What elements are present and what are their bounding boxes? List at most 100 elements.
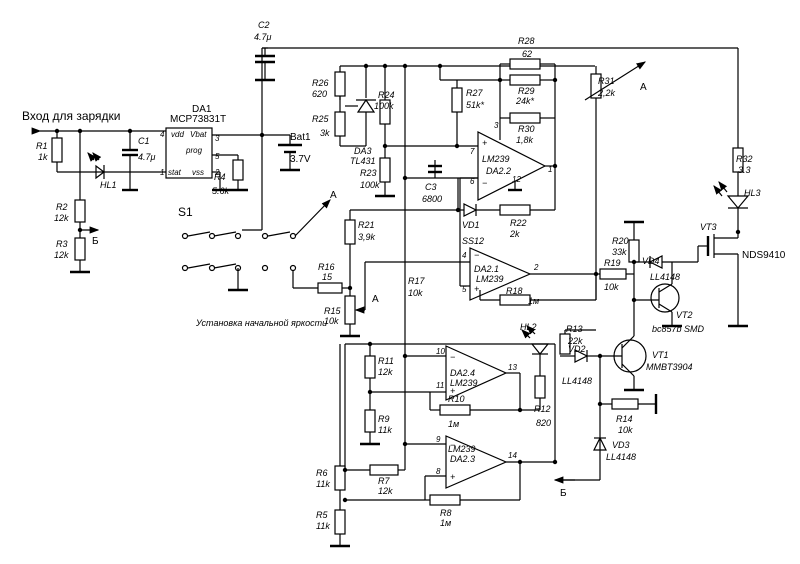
svg-text:MMBT3904: MMBT3904 — [646, 362, 693, 372]
diode-vd3 — [593, 436, 607, 451]
resistor-r30 — [509, 112, 541, 124]
svg-text:−: − — [450, 440, 455, 450]
svg-text:−: − — [474, 250, 479, 260]
svg-text:stat: stat — [168, 168, 182, 177]
input-label: Вход для зарядки — [22, 109, 120, 123]
svg-text:SS12: SS12 — [462, 236, 484, 246]
svg-text:LM239: LM239 — [450, 378, 478, 388]
resistor-r13 — [559, 333, 571, 355]
svg-text:R8: R8 — [440, 508, 452, 518]
resistor-r3 — [74, 237, 86, 261]
svg-text:A: A — [640, 82, 647, 93]
output-stage — [553, 220, 748, 484]
svg-text:R24: R24 — [378, 90, 395, 100]
svg-text:R9: R9 — [378, 414, 390, 424]
svg-text:R29: R29 — [518, 86, 535, 96]
comparator-da21 — [317, 178, 600, 338]
svg-text:7: 7 — [470, 147, 475, 156]
chip-part: MCP73831T — [170, 114, 226, 125]
diode-vd1 — [463, 203, 478, 217]
svg-text:12k: 12k — [54, 250, 69, 260]
svg-text:4.7μ: 4.7μ — [254, 32, 272, 42]
svg-text:HL1: HL1 — [100, 180, 117, 190]
svg-text:R26: R26 — [312, 78, 329, 88]
regulator-da3 — [356, 98, 376, 113]
svg-text:1м: 1м — [440, 518, 451, 528]
svg-text:+: + — [482, 138, 487, 148]
resistor-r14 — [611, 398, 639, 410]
resistor-r2 — [74, 199, 86, 223]
svg-text:R13: R13 — [566, 324, 583, 334]
svg-text:R14: R14 — [616, 414, 633, 424]
svg-text:3.7V: 3.7V — [290, 154, 311, 165]
svg-text:1,8k: 1,8k — [516, 135, 534, 145]
svg-text:vss: vss — [192, 168, 204, 177]
charger-section — [31, 127, 302, 274]
resistor-r27 — [451, 87, 463, 113]
svg-text:R1: R1 — [36, 141, 48, 151]
svg-text:R12: R12 — [534, 404, 551, 414]
svg-text:A: A — [330, 190, 337, 201]
svg-text:14: 14 — [508, 451, 517, 460]
svg-text:DA2.2: DA2.2 — [486, 166, 511, 176]
svg-text:VT3: VT3 — [700, 222, 717, 232]
resistor-r18 — [499, 294, 531, 306]
svg-text:R22: R22 — [510, 218, 527, 228]
note-initial-brightness: Установка начальной яркости — [195, 318, 327, 328]
svg-text:LL4148: LL4148 — [606, 452, 636, 462]
labels: Вход для зарядки S1 DA1 MCP73831T vdd Vb… — [22, 20, 786, 531]
svg-text:10k: 10k — [604, 282, 619, 292]
svg-text:2: 2 — [533, 263, 539, 272]
resistor-r16 — [317, 282, 343, 294]
svg-text:LM239: LM239 — [476, 274, 504, 284]
svg-text:6: 6 — [470, 177, 475, 186]
svg-text:11: 11 — [436, 381, 444, 390]
svg-text:R16: R16 — [318, 262, 335, 272]
transistor-vt2 — [650, 283, 680, 313]
svg-text:VD1: VD1 — [462, 220, 480, 230]
svg-text:4: 4 — [160, 130, 165, 139]
switch-label: S1 — [178, 205, 193, 219]
svg-text:3: 3 — [494, 121, 499, 130]
svg-text:A: A — [372, 294, 379, 305]
svg-text:HL3: HL3 — [744, 188, 761, 198]
svg-text:DA3: DA3 — [354, 146, 372, 156]
resistor-r28 — [509, 58, 541, 70]
svg-text:11k: 11k — [378, 425, 392, 435]
resistor-r21 — [344, 219, 356, 245]
svg-text:4.7μ: 4.7μ — [138, 152, 156, 162]
svg-text:9: 9 — [436, 435, 441, 444]
svg-text:HL2: HL2 — [520, 322, 537, 332]
svg-text:620: 620 — [312, 89, 327, 99]
svg-text:Vbat: Vbat — [190, 130, 207, 139]
svg-text:R19: R19 — [604, 258, 621, 268]
svg-text:62: 62 — [522, 49, 532, 59]
svg-text:VT1: VT1 — [652, 350, 669, 360]
svg-text:R18: R18 — [506, 286, 523, 296]
svg-text:3.3: 3.3 — [738, 165, 751, 175]
svg-text:51k*: 51k* — [466, 100, 485, 110]
svg-text:+: + — [450, 472, 455, 482]
svg-text:−: − — [450, 352, 455, 362]
svg-text:R20: R20 — [612, 236, 629, 246]
svg-text:1м: 1м — [448, 419, 459, 429]
svg-text:VT2: VT2 — [676, 310, 693, 320]
led-hl3 — [726, 195, 750, 209]
svg-text:DA2.3: DA2.3 — [450, 454, 475, 464]
svg-text:820: 820 — [536, 418, 551, 428]
svg-text:VD3: VD3 — [612, 440, 630, 450]
svg-text:100k: 100k — [360, 180, 380, 190]
resistor-r4 — [232, 159, 244, 181]
svg-text:5: 5 — [215, 152, 220, 161]
svg-text:R31: R31 — [598, 76, 615, 86]
resistor-r7 — [369, 464, 399, 476]
led-hl1 — [95, 164, 105, 180]
svg-text:1: 1 — [160, 168, 164, 177]
svg-text:33k: 33k — [612, 247, 627, 257]
svg-text:VD4: VD4 — [642, 256, 660, 266]
svg-text:2k: 2k — [509, 229, 520, 239]
svg-text:TL431: TL431 — [350, 156, 376, 166]
svg-text:10k: 10k — [618, 425, 633, 435]
svg-text:LL4148: LL4148 — [650, 272, 680, 282]
svg-text:12k: 12k — [378, 486, 393, 496]
